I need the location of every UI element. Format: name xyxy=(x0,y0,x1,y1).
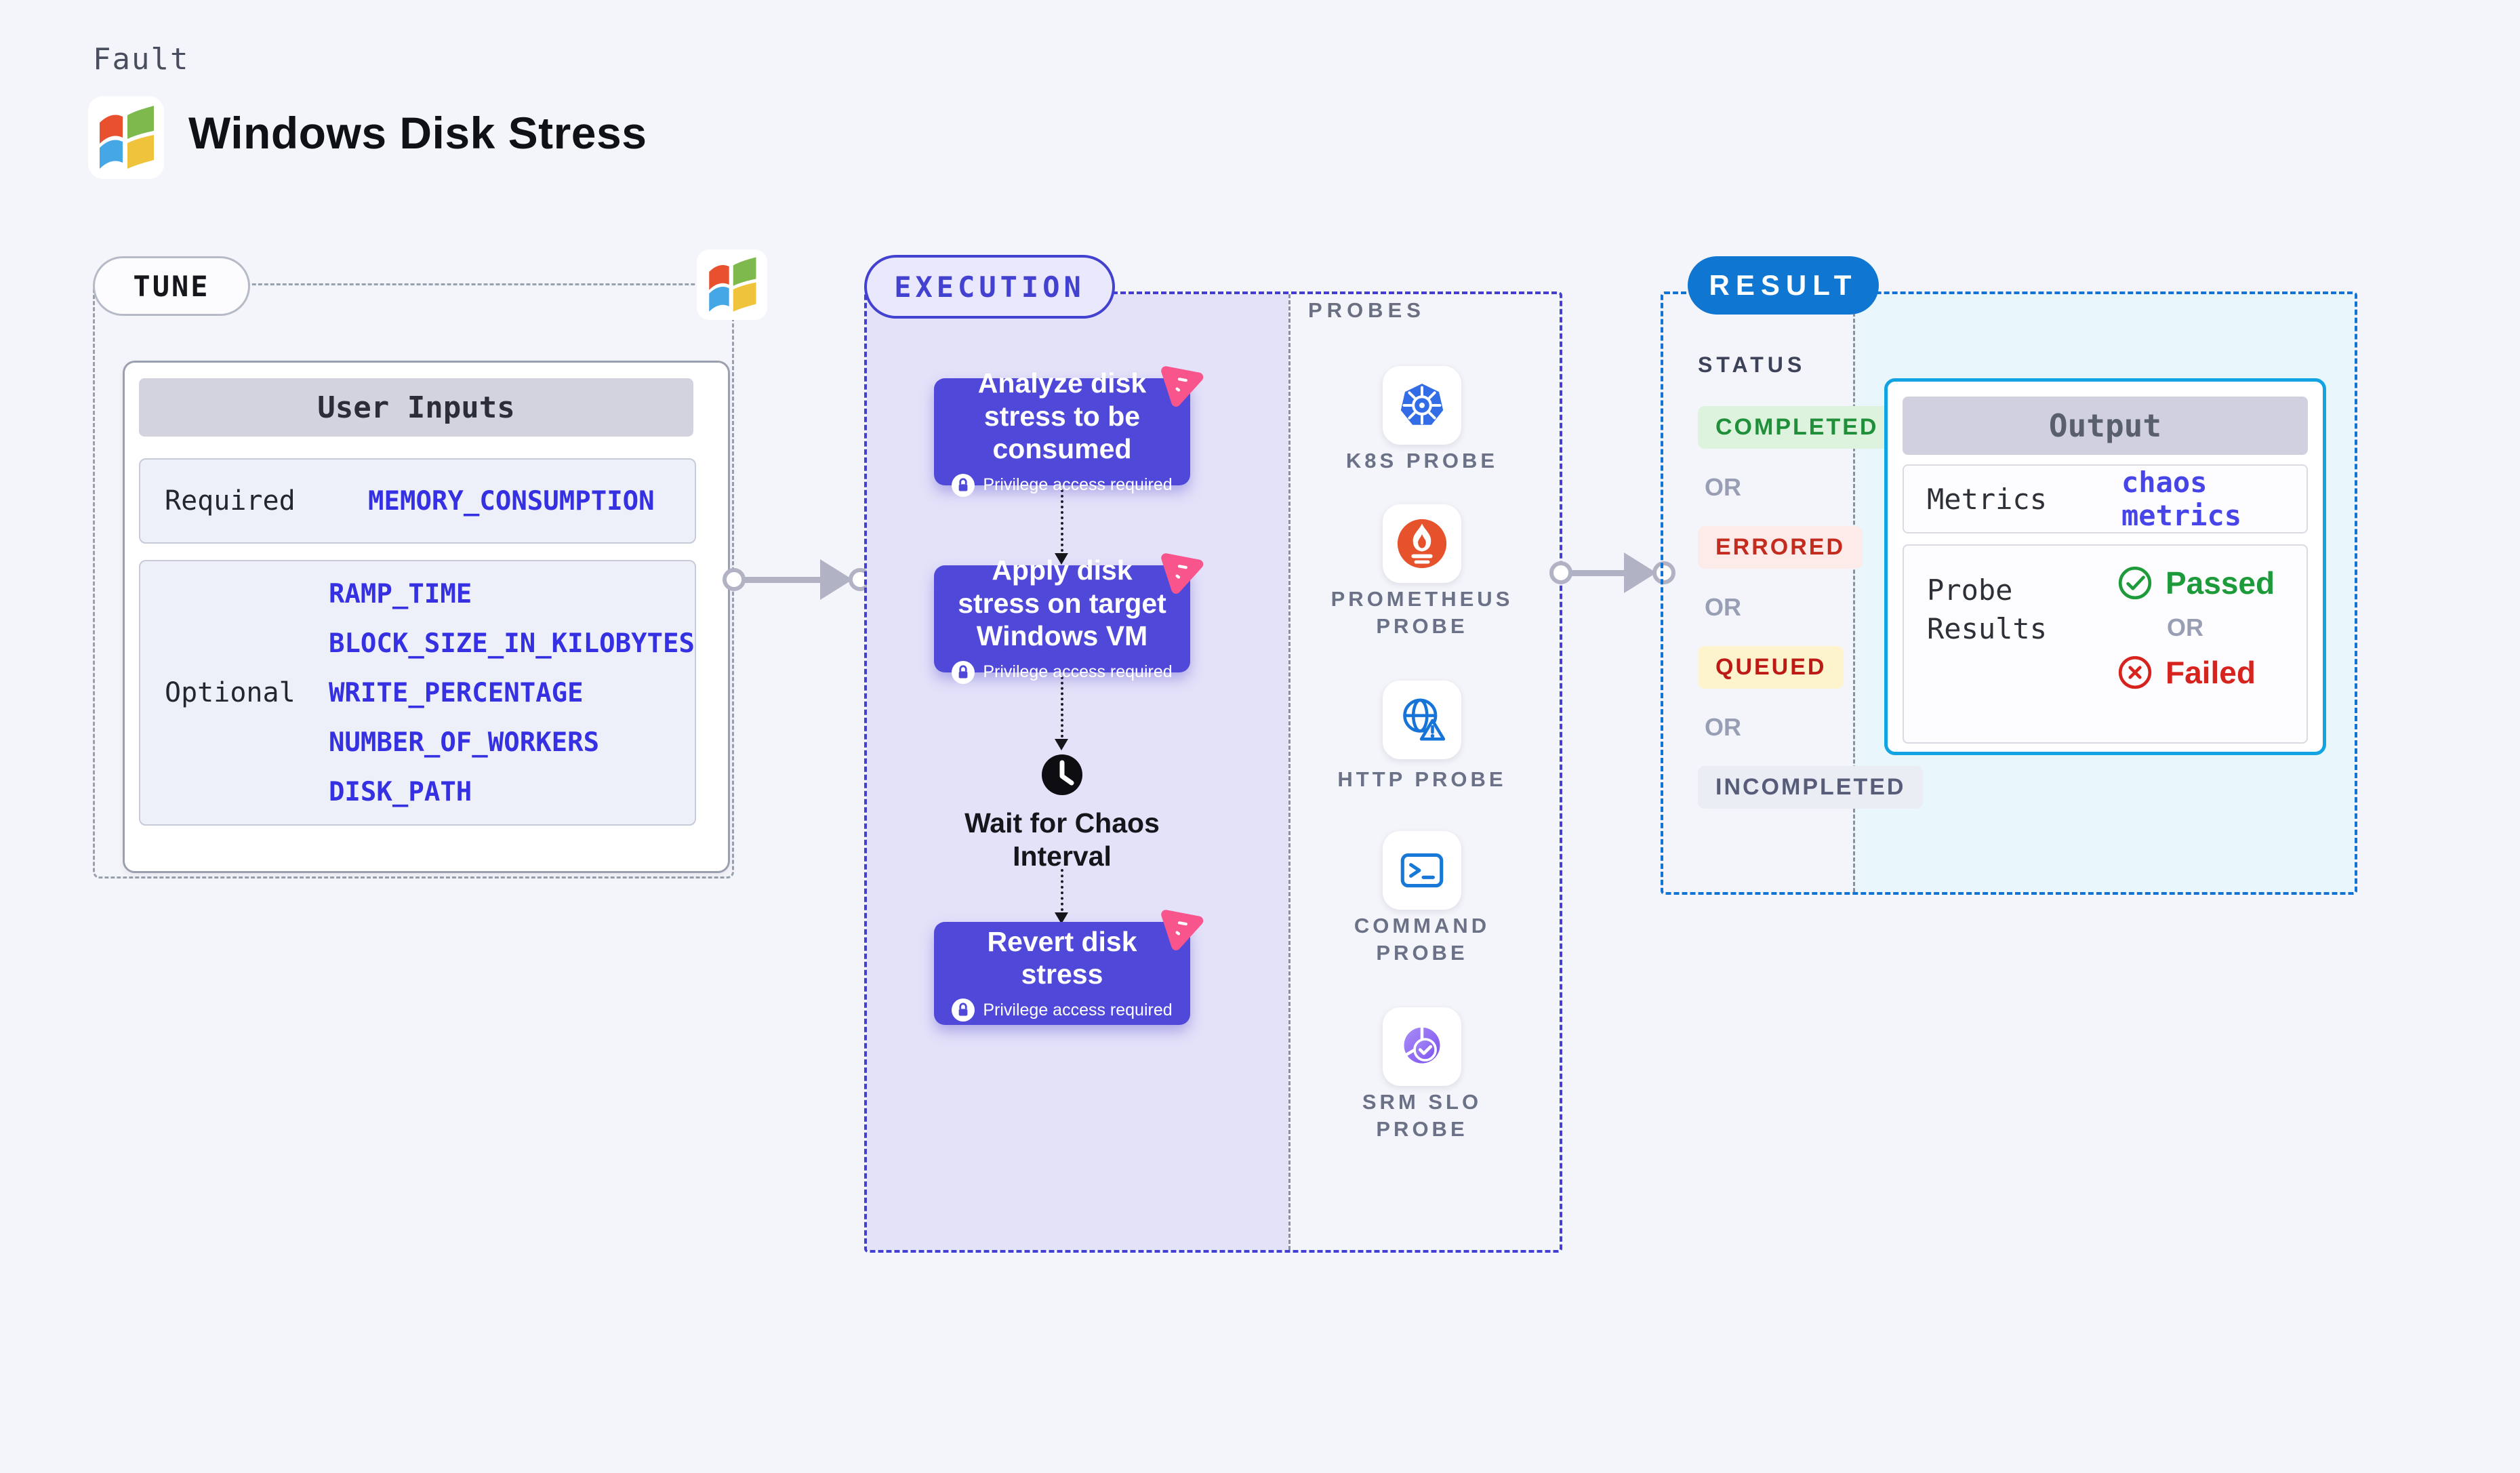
param-memory-consumption: MEMORY_CONSUMPTION xyxy=(368,485,655,517)
user-inputs-title: User Inputs xyxy=(139,378,693,437)
probe-tile xyxy=(1383,831,1461,910)
or-label: OR xyxy=(1705,593,1741,621)
probe-label-srm-slo: SRM SLO PROBE xyxy=(1362,1090,1482,1142)
status-badge-errored: ERRORED xyxy=(1698,526,1863,569)
tune-badge: TUNE xyxy=(93,256,250,316)
probe-label-http: HTTP PROBE xyxy=(1337,767,1507,791)
result-badge: RESULT xyxy=(1688,256,1879,315)
windows-logo-icon xyxy=(88,96,164,179)
probe-label-prometheus: PROMETHEUS PROBE xyxy=(1330,587,1513,639)
flow-connector-arrowhead xyxy=(1055,912,1068,924)
step-apply-node: Apply disk stress on target Windows VM P… xyxy=(934,553,1204,684)
flow-connector xyxy=(1061,869,1063,911)
prometheus-icon xyxy=(1397,519,1447,569)
privilege-note: Privilege access required xyxy=(983,1000,1173,1020)
or-label: OR xyxy=(2167,613,2203,641)
step-revert-node: Revert disk stress Privilege access requ… xyxy=(934,910,1204,1025)
or-label: OR xyxy=(1705,713,1741,741)
arrow-shaft xyxy=(1571,569,1625,576)
litmus-chaos-icon xyxy=(1161,366,1204,407)
probe-results-row: Probe Results Passed OR Failed xyxy=(1903,544,2308,744)
status-badge-incompleted: INCOMPLETED xyxy=(1698,766,1924,809)
privilege-note: Privilege access required xyxy=(983,475,1173,495)
step-title: Apply disk stress on target Windows VM xyxy=(958,554,1166,652)
terminal-icon xyxy=(1400,853,1444,888)
flow-connector xyxy=(1061,677,1063,738)
x-circle-icon xyxy=(2118,655,2152,689)
page-title: Windows Disk Stress xyxy=(188,108,647,158)
windows-logo-icon xyxy=(697,249,767,320)
lock-icon xyxy=(952,660,975,684)
wait-for-chaos-label: Wait for Chaos Interval xyxy=(964,807,1160,872)
status-badge-completed: COMPLETED xyxy=(1698,406,1896,449)
param-block-size: BLOCK_SIZE_IN_KILOBYTES xyxy=(328,628,695,659)
metrics-row: Metrics chaos metrics xyxy=(1903,464,2308,533)
param-ramp-time: RAMP_TIME xyxy=(328,578,472,609)
metrics-value: chaos metrics xyxy=(2121,466,2242,532)
status-column: STATUS COMPLETED OR ERRORED OR QUEUED OR… xyxy=(1698,352,1924,809)
lock-icon xyxy=(952,998,975,1022)
status-heading: STATUS xyxy=(1698,352,1806,377)
step-title: Analyze disk stress to be consumed xyxy=(977,367,1147,465)
optional-inputs-row: Optional RAMP_TIME BLOCK_SIZE_IN_KILOBYT… xyxy=(139,560,696,826)
probe-tile xyxy=(1383,1007,1461,1086)
probe-tile xyxy=(1383,366,1461,445)
param-write-percentage: WRITE_PERCENTAGE xyxy=(328,677,584,708)
arrow-end-ring xyxy=(1652,561,1675,584)
passed-label: Passed xyxy=(2166,565,2275,601)
failed-label: Failed xyxy=(2166,655,2256,690)
flow-connector-arrowhead xyxy=(1055,739,1068,750)
probe-tile xyxy=(1383,681,1461,759)
optional-label: Optional xyxy=(165,677,296,708)
arrow-start-ring xyxy=(1549,561,1572,584)
probes-heading: PROBES xyxy=(1308,298,1425,322)
probes-divider xyxy=(1288,294,1291,1250)
check-circle-icon xyxy=(2118,566,2152,600)
or-label: OR xyxy=(1705,473,1741,501)
fault-eyebrow: Fault xyxy=(93,42,190,77)
tune-to-execution-arrow xyxy=(723,558,872,601)
privilege-note: Privilege access required xyxy=(983,662,1173,682)
slo-pie-check-icon xyxy=(1404,1026,1440,1064)
output-card: Output Metrics chaos metrics Probe Resul… xyxy=(1884,378,2326,755)
litmus-chaos-icon xyxy=(1161,910,1204,950)
flow-connector xyxy=(1061,489,1063,552)
kubernetes-icon xyxy=(1400,384,1444,425)
metrics-label: Metrics xyxy=(1927,482,2048,516)
probe-label-command: COMMAND PROBE xyxy=(1354,914,1490,965)
param-number-of-workers: NUMBER_OF_WORKERS xyxy=(328,727,600,758)
http-globe-warning-icon xyxy=(1403,698,1446,741)
required-label: Required xyxy=(165,485,296,517)
probe-results-label: Probe Results xyxy=(1927,573,2048,645)
flow-connector-arrowhead xyxy=(1055,553,1068,565)
arrow-head xyxy=(820,559,853,600)
litmus-chaos-icon xyxy=(1161,553,1204,594)
lock-icon xyxy=(952,473,975,497)
step-analyze-node: Analyze disk stress to be consumed Privi… xyxy=(934,366,1204,497)
status-badge-queued: QUEUED xyxy=(1698,646,1844,689)
output-title: Output xyxy=(1903,397,2308,455)
arrow-start-ring xyxy=(723,568,746,591)
arrow-head xyxy=(1624,552,1657,593)
execution-to-result-arrow xyxy=(1549,551,1675,594)
execution-badge: EXECUTION xyxy=(864,255,1115,319)
probe-tile xyxy=(1383,504,1461,583)
clock-icon xyxy=(1039,752,1085,801)
arrow-shaft xyxy=(744,576,821,583)
step-title: Revert disk stress xyxy=(987,925,1137,990)
required-inputs-row: Required MEMORY_CONSUMPTION xyxy=(139,458,696,544)
probe-label-k8s: K8S PROBE xyxy=(1345,449,1499,472)
param-disk-path: DISK_PATH xyxy=(328,776,472,807)
